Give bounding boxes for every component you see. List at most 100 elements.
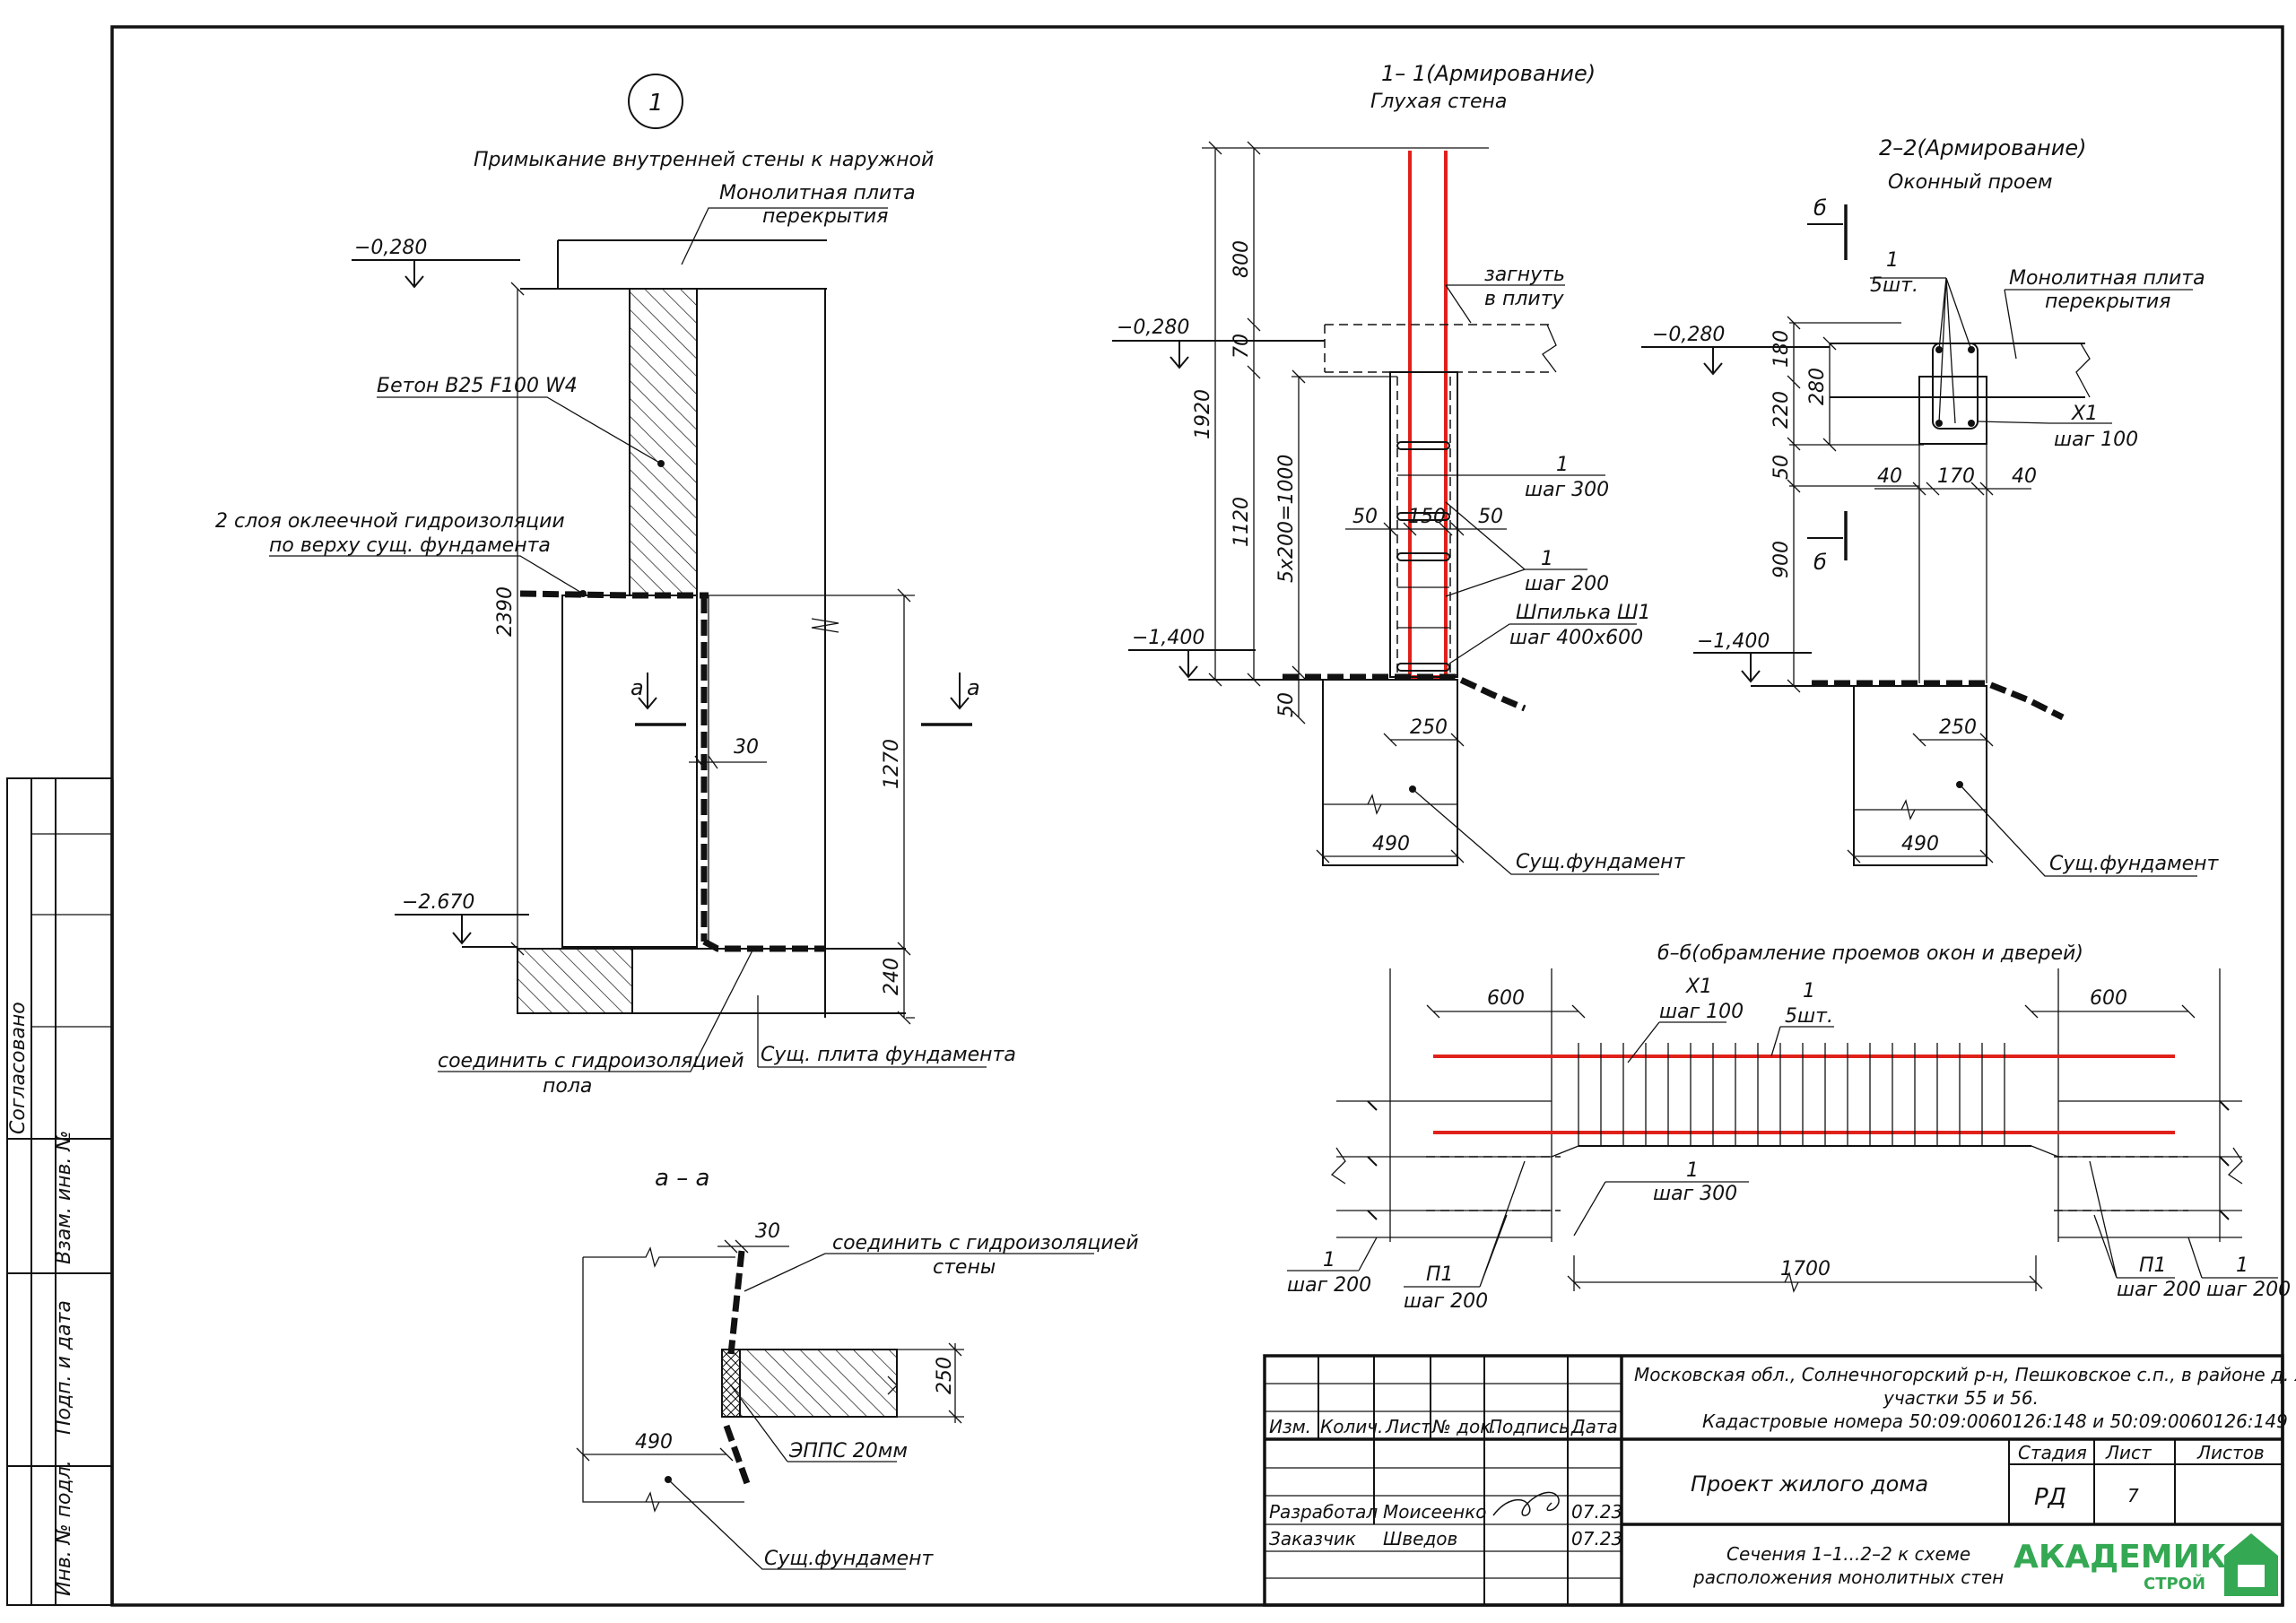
tb-address-3: Кадастровые номера 50:09:0060126:148 и 5…: [1702, 1410, 2288, 1432]
s11-ref1-step: шаг 300: [1525, 479, 1609, 501]
bb-left-ref2-2: шаг 200: [1404, 1290, 1488, 1313]
tb-stage: РД: [2034, 1484, 2066, 1511]
dim-30: 30: [734, 736, 759, 759]
s11-level-top: −0,280: [1117, 317, 1189, 339]
section-1-1: 1– 1(Армирование) Глухая стена загнуть в…: [1112, 61, 1686, 875]
waterproof-label-2: по верху сущ. фундамента: [269, 534, 551, 557]
tb-col-date: Дата: [1570, 1416, 1618, 1437]
bb-bars-1: 1: [1803, 980, 1815, 1002]
s11-subtitle: Глухая стена: [1370, 91, 1507, 113]
tb-address-2: участки 55 и 56.: [1883, 1387, 2039, 1409]
dim-1270: 1270: [881, 739, 903, 789]
bb-stirrups: [1578, 1043, 2031, 1147]
dim-240: 240: [881, 958, 903, 995]
aa-connect-2: стены: [933, 1256, 996, 1279]
concrete-label: Бетон В25 F100 W4: [377, 375, 578, 397]
bb-dim-600-right: 600: [2090, 987, 2127, 1010]
s11-dim-1920: 1920: [1192, 389, 1214, 439]
tb-cust-name: Шведов: [1383, 1528, 1457, 1549]
s22-x1-1: Х1: [2071, 403, 2098, 425]
connect-floor-2: пола: [543, 1075, 592, 1098]
s22-dim-250: 250: [1939, 716, 1977, 739]
s22-level-bottom: −1,400: [1697, 630, 1770, 653]
tb-drawing-title-2: расположения монолитных стен: [1692, 1567, 2004, 1588]
level-bottom: −2.670: [402, 891, 474, 914]
s11-dim-50-left: 50: [1275, 692, 1298, 717]
existing-slab-hatch: [517, 948, 633, 1014]
s22-dim-180: 180: [1770, 330, 1793, 368]
tb-col-sheet: Лист: [1385, 1416, 1432, 1437]
aa-dim-30: 30: [755, 1220, 780, 1243]
s11-dim-70: 70: [1231, 334, 1253, 359]
s11-ref2-num: 1: [1541, 548, 1553, 570]
bb-right-ref1-2: шаг 200: [2117, 1279, 2201, 1301]
s11-title: 1– 1(Армирование): [1381, 61, 1596, 86]
connect-floor-1: соединить с гидроизоляцией: [438, 1050, 744, 1072]
s22-dim-40b: 40: [2012, 465, 2037, 488]
bb-right-ref2-1: 1: [2236, 1254, 2248, 1277]
tb-dev-date: 07.23: [1571, 1501, 1622, 1523]
node-number: 1: [648, 90, 664, 117]
s22-foundation: Сущ.фундамент: [2049, 853, 2220, 875]
s11-dim-250: 250: [1410, 716, 1448, 739]
tb-project: Проект жилого дома: [1691, 1471, 1928, 1497]
inv-replace-label: Взам. инв. №: [53, 1131, 75, 1264]
title-block: Московская обл., Солнечногорский р-н, Пе…: [1263, 1354, 2296, 1607]
bb-left-ref1-1: 1: [1323, 1249, 1335, 1271]
s22-dim-40a: 40: [1877, 465, 1902, 488]
bb-dim-600-left: 600: [1487, 987, 1525, 1010]
s22-cut-b-top: б: [1813, 195, 1827, 221]
s11-dim-5x200: 5x200=1000: [1275, 455, 1298, 583]
s22-x1-2: шаг 100: [2054, 429, 2138, 451]
cut-a-right: а: [967, 675, 980, 700]
slab-label-1: Монолитная плита: [719, 182, 916, 204]
concrete-wall: [629, 288, 698, 596]
tb-address-1: Московская обл., Солнечногорский р-н, Пе…: [1634, 1364, 2296, 1385]
tb-col-change: Изм.: [1269, 1416, 1311, 1437]
s11-ref1-num: 1: [1556, 454, 1569, 476]
bb-x1-1: Х1: [1685, 976, 1712, 998]
s22-subtitle: Оконный проем: [1888, 171, 2052, 194]
side-stamp: Согласовано Взам. инв. № Подп. и дата Ин…: [6, 777, 113, 1606]
level-top: −0,280: [354, 237, 427, 259]
logo-main: АКАДЕМИК: [2013, 1539, 2226, 1575]
aa-dim-490: 490: [635, 1431, 673, 1454]
s22-dim-900: 900: [1770, 541, 1793, 578]
tb-sheets-h: Листов: [2196, 1442, 2265, 1463]
cut-a-left: а: [631, 675, 644, 700]
bb-right-ref1-1: П1: [2139, 1254, 2167, 1277]
bb-right-ref2-2: шаг 200: [2206, 1279, 2291, 1301]
s11-dim-1120: 1120: [1231, 497, 1253, 547]
tb-col-doc: № док.: [1431, 1416, 1497, 1437]
bb-dim-1700: 1700: [1780, 1258, 1831, 1280]
s11-dim-50b: 50: [1478, 506, 1503, 528]
aa-title: а – а: [655, 1165, 709, 1192]
dim-2390: 2390: [494, 586, 517, 637]
tb-col-sign: Подпись: [1489, 1416, 1570, 1437]
s11-stirrups: [1396, 441, 1450, 672]
s11-pin-2: шаг 400х600: [1509, 627, 1643, 649]
section-bb: б–б(обрамление проемов окон и дверей) 60…: [1287, 942, 2291, 1313]
tb-cust-date: 07.23: [1571, 1528, 1622, 1549]
s11-foundation: Сущ.фундамент: [1516, 851, 1686, 873]
aa-wall-hatch: [739, 1349, 898, 1418]
logo-house-icon: [2224, 1533, 2278, 1596]
s11-ref2-step: шаг 200: [1525, 573, 1609, 595]
bb-ref-mid-2: шаг 300: [1653, 1183, 1737, 1205]
s22-dim-490: 490: [1901, 833, 1939, 855]
tb-sheet-h: Лист: [2105, 1442, 2152, 1463]
s11-level-bottom: −1,400: [1132, 627, 1205, 649]
node-1-detail: 1 Примыкание внутренней стены к наружной…: [215, 74, 1016, 1098]
aa-epps: ЭППС 20мм: [788, 1440, 908, 1462]
tb-dev-name: Моисеенко: [1383, 1501, 1487, 1523]
bb-ref-mid-1: 1: [1686, 1159, 1699, 1182]
s11-bend-2: в плиту: [1484, 288, 1565, 310]
bb-left-ref2-1: П1: [1426, 1263, 1454, 1286]
section-2-2: 2–2(Армирование) Оконный проем б б 1 5шт…: [1641, 135, 2220, 877]
agreed-label: Согласовано: [7, 1002, 30, 1134]
s22-slab-1: Монолитная плита: [2009, 267, 2205, 290]
exist-slab-label: Сущ. плита фундамента: [761, 1044, 1016, 1066]
s22-bars-num: 1: [1886, 249, 1899, 272]
inv-orig-label: Инв. № подл.: [53, 1460, 75, 1596]
s11-dim-150: 150: [1408, 506, 1446, 528]
